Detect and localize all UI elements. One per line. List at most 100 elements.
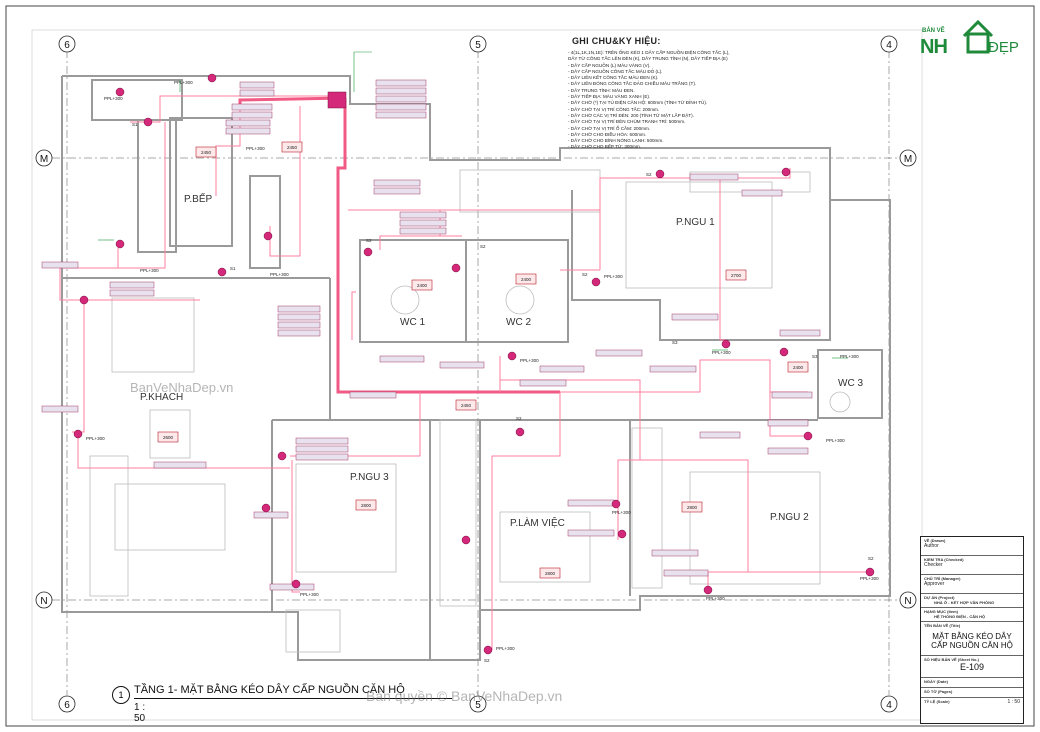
green-annotations [98,51,848,359]
grid-bubble-6-top: 6 [58,35,76,53]
room-label-lamviec: P.LÀM VIỆC [510,516,565,529]
svg-text:5: 5 [475,700,481,711]
room-label-wc2: WC 2 [506,317,531,328]
tb-project: DỰ ÁN (Project) NHÀ Ở - KẾT HỢP VĂN PHÒN… [921,594,1023,608]
svg-text:PPL+300: PPL+300 [826,438,845,443]
svg-text:2450: 2450 [201,150,212,155]
svg-text:2400: 2400 [521,277,532,282]
svg-text:PPL+300: PPL+300 [246,146,265,151]
legend-line: - DÂY CHỜ TẠI VỊ TRÍ ĐÈN CHÙM TRANH TRÍ:… [568,119,686,125]
legend-line: - DÂY CHỜ CHO ĐIỀU HÒA: 600mm. [568,131,647,137]
svg-text:S3: S3 [812,354,818,359]
tb-item: HẠNG MỤC (Item) HỆ THỐNG ĐIỆN - CĂN HỘ [921,608,1023,622]
svg-text:PPL+300: PPL+300 [104,96,123,101]
grid-bubble-6-bottom: 6 [58,695,76,713]
svg-text:6: 6 [64,700,70,711]
house-logo-icon [962,19,994,54]
tb-title: TÊN BẢN VẼ (Title) MẶT BẰNG KÉO DÂY CẤP … [921,622,1023,656]
grid-bubble-m-left: M [35,149,53,167]
svg-text:S3: S3 [672,340,678,345]
svg-text:PPL+300: PPL+300 [520,358,539,363]
legend-line: - DÂY CHỜ CHO BẾP TỪ: 300mm. [568,144,641,150]
view-title: TẦNG 1- MẶT BẰNG KÉO DÂY CẤP NGUỒN CĂN H… [134,684,405,696]
svg-text:S2: S2 [480,244,486,249]
legend-line: - DÂY TIẾP ĐỊA: MÀU VÀNG XANH (E). [568,94,651,100]
legend-line: - DÂY CHỜ (*) TẠI TỦ ĐIỆN CĂN HỘ: 600mm … [568,100,708,106]
grid-bubble-4-top: 4 [880,35,898,53]
electrical-devices [73,73,875,655]
legend-title: GHI CHU&KY HIỆU: [572,36,661,46]
site-logo: BẢN VẼ NH ĐẸP [920,14,1030,60]
title-block: VẼ (Drawn) Author KIỂM TRA (Checked) Che… [920,536,1024,724]
grid-bubble-n-left: N [35,591,53,609]
svg-text:M: M [904,154,912,165]
walls [61,75,891,661]
svg-text:PPL+300: PPL+300 [86,436,105,441]
svg-text:2600: 2600 [163,435,174,440]
svg-text:S2: S2 [366,238,372,243]
room-label-ngu2: P.NGU 2 [770,512,809,523]
svg-text:2450: 2450 [461,403,472,408]
tb-pages: SỐ TỜ (Pages) [921,688,1023,698]
view-number: 1 [112,686,130,704]
legend-line: - DÂY CHỜ CHO BÌNH NÓNG LẠNH: 500mm. [568,138,664,144]
grid-bubble-n-right: N [899,591,917,609]
drawing-title: MẶT BẰNG KÉO DÂY CẤP NGUỒN CĂN HỘ [931,632,1013,650]
grid-bubble-5-top: 5 [469,35,487,53]
room-label-wc3: WC 3 [838,378,863,389]
svg-text:S2: S2 [582,272,588,277]
svg-text:PPL+300: PPL+300 [174,80,193,85]
grid-bubble-5-bottom: 5 [469,695,487,713]
wire-label-boxes [41,79,821,591]
svg-text:2800: 2800 [545,571,556,576]
watermark-center: BanVeNhaDep.vn [130,380,234,395]
branch-wires [59,95,870,650]
svg-text:PPL+300: PPL+300 [300,592,319,597]
svg-text:M: M [40,154,48,165]
tb-drawn: VẼ (Drawn) Author [921,537,1023,556]
tb-checked: KIỂM TRA (Checked) Checker [921,556,1023,575]
svg-text:2400: 2400 [417,283,428,288]
svg-text:PPL+300: PPL+300 [840,354,859,359]
svg-text:PPL+300: PPL+300 [712,350,731,355]
legend-line: - DÂY CẤP NGUỒN (L) MÀU VÀNG (V). [568,62,651,68]
svg-text:N: N [904,596,911,607]
tb-scale: TỶ LỆ (Scale) 1 : 50 [924,699,1020,705]
svg-text:2450: 2450 [287,145,298,150]
svg-text:S1: S1 [230,266,236,271]
svg-text:S2: S2 [484,658,490,663]
legend-line: DÂY TỪ CÔNG TẮC LÊN ĐÈN (K), DÂY TRUNG T… [568,56,728,62]
watermark-bottom: Bản quyền © BanVeNhaDep.vn [366,688,563,704]
legend-line: - DÂY CHỜ TẠI VỊ TRÍ Ổ CẮM: 200mm. [568,125,651,131]
tb-date: NGÀY (Date) [921,678,1023,688]
legend-line: - DÂY CHỜ TẠI VỊ TRÍ CÔNG TẮC: 200mm. [568,106,660,112]
legend-line: - DÂY TRUNG TÍNH: MÀU ĐEN. [568,87,635,93]
distribution-panel [327,91,347,109]
logo-dep-text: ĐẸP [988,39,1019,56]
svg-text:5: 5 [475,40,481,51]
furniture [89,169,851,653]
svg-text:2700: 2700 [731,273,742,278]
switch-tags: S1 S1 S2 S2 S2 S2 S3 S3 S2 S2 S2 [132,122,874,663]
svg-text:PPL+300: PPL+300 [706,596,725,601]
svg-text:PPL+300: PPL+300 [496,646,515,651]
svg-text:N: N [40,596,47,607]
sheet-border [5,5,1035,727]
legend-line: - 4(1L,1K,1N,1E): TRÊN ỐNG KÉO 1 DÂY CẤP… [568,50,730,55]
grid-bubble-m-right: M [899,149,917,167]
height-tags: 2450 2450 2400 2400 2700 2400 2450 2600 … [157,141,809,579]
svg-text:PPL+300: PPL+300 [604,274,623,279]
ppl-tags: PPL+300 PPL+300 PPL+300 PPL+300 PPL+300 … [86,80,879,651]
legend-line: - DÂY LIÊN KẾT CÔNG TẮC MÀU ĐEN (K). [568,75,659,81]
svg-text:PPL+300: PPL+300 [612,510,631,515]
logo-top-text: BẢN VẼ [922,28,945,34]
room-label-wc1: WC 1 [400,317,425,328]
tb-sheet: SỐ HIỆU BẢN VẼ (Sheet No.) E-109 [921,656,1023,678]
room-label-ngu3: P.NGU 3 [350,472,389,483]
grid-bubble-4-bottom: 4 [880,695,898,713]
svg-text:4: 4 [886,700,892,711]
svg-text:S2: S2 [516,416,522,421]
room-label-bep: P.BẾP [184,192,212,205]
svg-text:2800: 2800 [687,505,698,510]
